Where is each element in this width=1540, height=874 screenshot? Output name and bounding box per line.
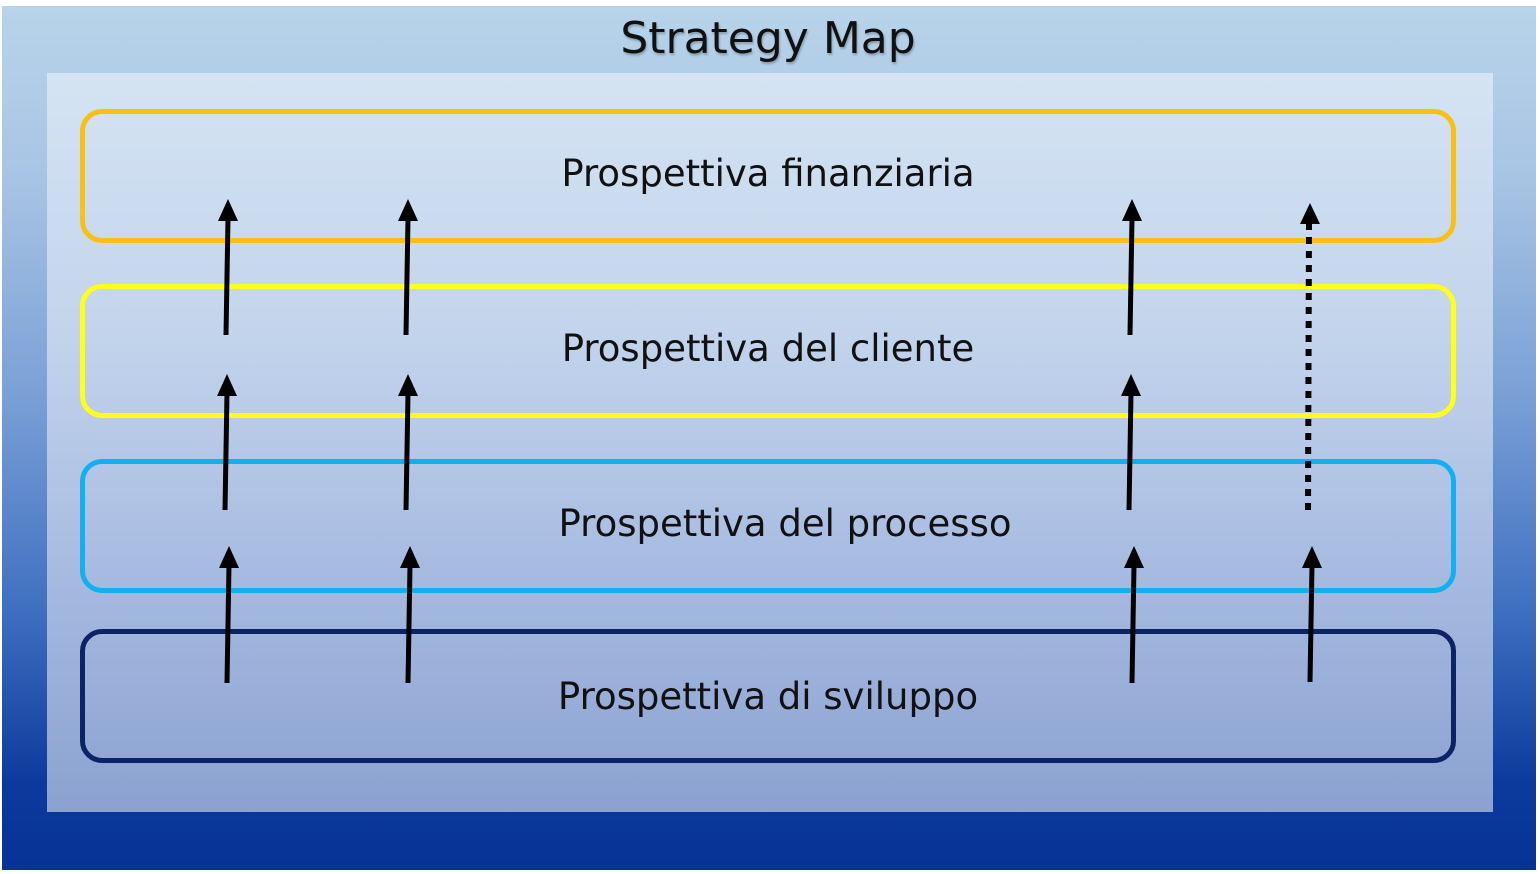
band-process-perspective: Prospettiva del processo <box>80 459 1456 593</box>
band-label: Prospettiva finanziaria <box>561 151 975 195</box>
band-label: Prospettiva del processo <box>558 501 1012 545</box>
diagram-title: Strategy Map <box>620 13 916 64</box>
band-label: Prospettiva di sviluppo <box>557 674 979 718</box>
band-financial-perspective: Prospettiva finanziaria <box>80 109 1456 243</box>
band-development-perspective: Prospettiva di sviluppo <box>80 629 1456 763</box>
band-label: Prospettiva del cliente <box>561 326 975 370</box>
band-customer-perspective: Prospettiva del cliente <box>80 284 1456 418</box>
diagram-panel <box>47 73 1493 812</box>
